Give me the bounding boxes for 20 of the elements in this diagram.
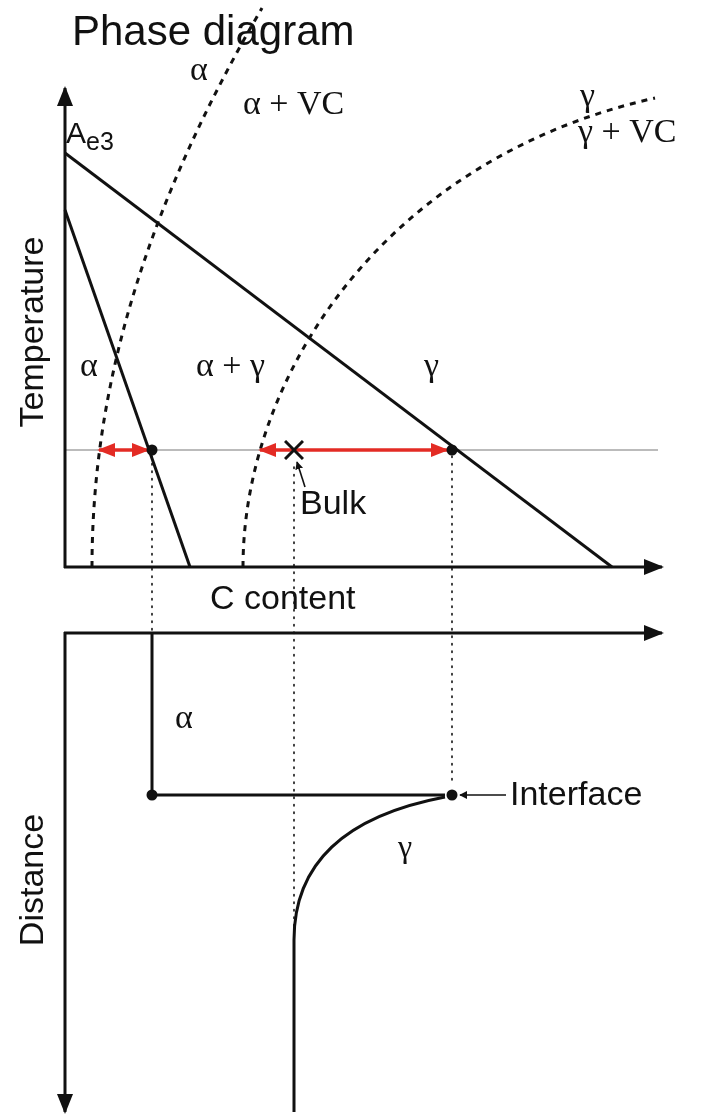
axis-label: Temperature — [14, 236, 48, 428]
interface-dot — [446, 789, 458, 801]
axis-label: Distance — [14, 813, 48, 947]
diagram-title: Phase diagram — [72, 10, 355, 52]
leader-arrow — [459, 791, 507, 799]
phase-label: α + VC — [243, 86, 345, 120]
phase-label: α — [190, 52, 208, 86]
temperature-label: A$_{e3}$ — [66, 118, 114, 154]
phase-label: γ + VC — [578, 114, 677, 148]
phase-label: γ — [424, 348, 440, 382]
phase-label: α — [175, 700, 193, 734]
leader-arrow — [295, 461, 306, 488]
phase-label: α + γ — [196, 348, 265, 382]
text-label: Interface — [510, 776, 643, 810]
phase-label: γ — [580, 78, 596, 112]
text-label: Bulk — [300, 485, 367, 519]
bulk-composition-cross — [284, 440, 304, 460]
axis-label: C content — [210, 580, 356, 614]
phase-label: α — [80, 348, 98, 382]
phase-label: γ — [398, 830, 413, 862]
